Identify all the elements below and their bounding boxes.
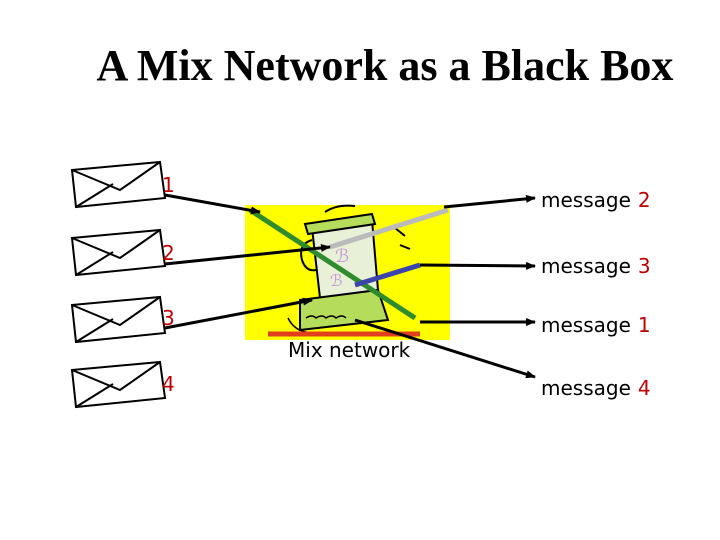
svg-text:ℬ: ℬ	[335, 246, 349, 267]
svg-text:ℬ: ℬ	[330, 271, 343, 290]
envelope-icon	[70, 360, 167, 409]
input-number-4: 4	[162, 372, 175, 396]
internal-line-blue	[354, 262, 421, 288]
internal-line-green	[248, 207, 417, 321]
output-arrow-1	[443, 194, 536, 209]
input-arrow-2	[164, 243, 331, 266]
envelope-icon	[70, 228, 167, 277]
envelope-icon	[70, 160, 167, 209]
input-number-3: 3	[162, 306, 175, 330]
internal-line-grey	[329, 207, 449, 250]
output-arrow-2	[419, 261, 536, 270]
input-arrow-1	[164, 193, 261, 215]
input-number-2: 2	[162, 241, 175, 265]
input-arrow-3	[164, 297, 313, 330]
slide-title: A Mix Network as a Black Box	[96, 41, 674, 90]
mix-network-label: Mix network	[288, 338, 411, 362]
output-arrow-4	[354, 318, 536, 379]
input-number-1: 1	[162, 173, 175, 197]
envelope-icon	[70, 295, 167, 344]
